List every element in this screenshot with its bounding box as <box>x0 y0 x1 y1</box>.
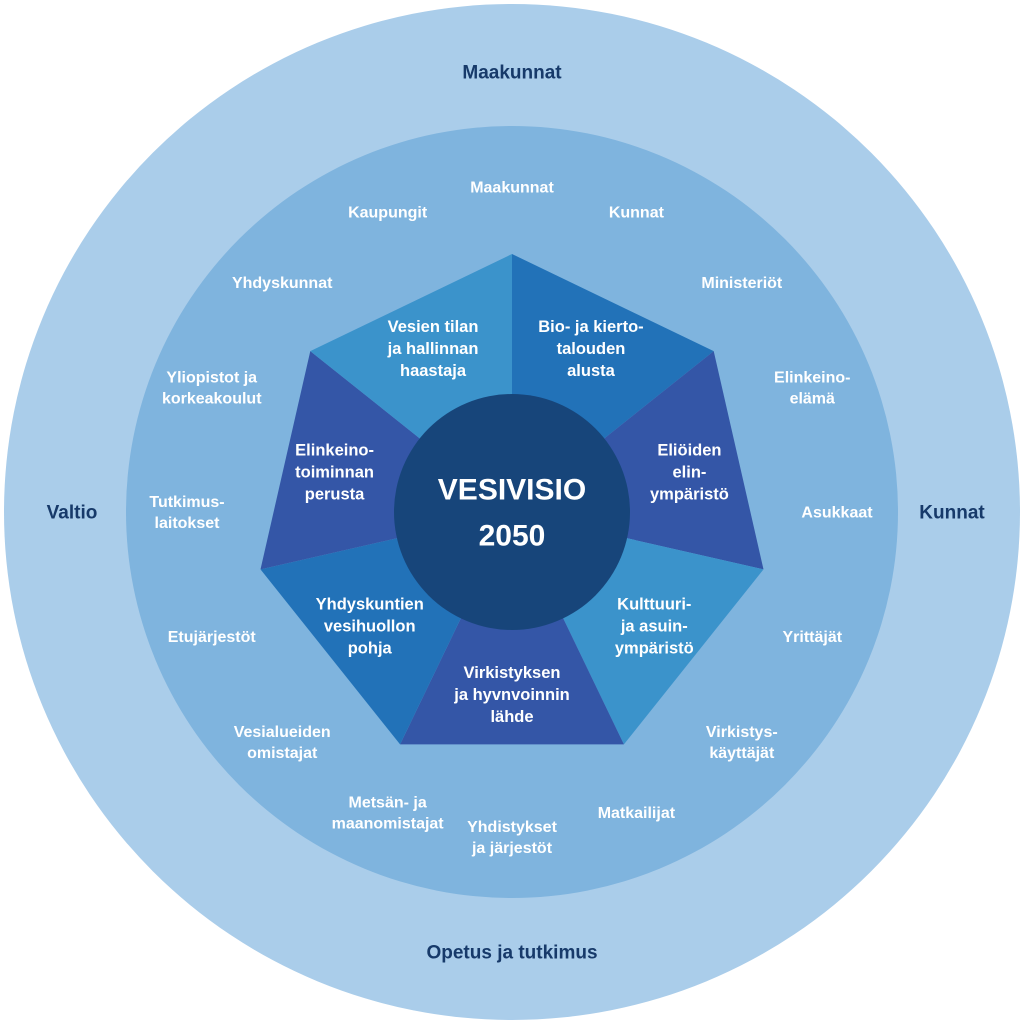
middle-ring-label: Ministeriöt <box>701 275 783 292</box>
middle-ring-label-line: Vesialueiden <box>234 724 331 741</box>
middle-ring-label-line: Yhdistykset <box>467 819 557 836</box>
outer-ring-label-line: Kunnat <box>919 503 985 524</box>
segment-label: Yhdyskuntien vesihuollon pohja <box>316 595 424 657</box>
segment-label-line: Eliöiden <box>657 441 721 459</box>
center-title-line: 2050 <box>479 520 546 553</box>
middle-ring-label: Tutkimus-laitokset <box>149 494 224 532</box>
middle-ring-label-line: laitokset <box>155 515 221 532</box>
middle-ring-label: Elinkeino-elämä <box>774 370 850 408</box>
middle-ring-label: Yhdistykset ja järjestöt <box>467 819 557 857</box>
segment-label-line: elin- <box>672 463 706 481</box>
segment-label-line: talouden <box>557 340 626 358</box>
middle-ring-label-line: ja järjestöt <box>471 840 553 857</box>
middle-ring-label-line: korkeakoulut <box>162 391 262 408</box>
segment-label-line: ympäristö <box>615 639 694 657</box>
outer-ring-label-line: Valtio <box>47 503 98 524</box>
middle-ring-label-line: Tutkimus- <box>149 494 224 511</box>
middle-ring-label: Asukkaat <box>801 505 873 522</box>
segment-label-line: Kulttuuri- <box>617 595 691 613</box>
segment-label: Vesien tilan ja hallinnan haastaja <box>387 318 479 380</box>
center-label-group: VESIVISIO 2050 <box>438 474 586 553</box>
segment-label-line: Yhdyskuntien <box>316 595 424 613</box>
outer-ring-label: Valtio <box>47 503 98 524</box>
middle-ring-label-line: Ministeriöt <box>701 275 783 292</box>
segment-label: Bio- ja kierto-talouden alusta <box>538 318 643 380</box>
segment-label-line: toiminnan <box>295 463 374 481</box>
middle-ring-label-line: Virkistys- <box>706 724 778 741</box>
segment-label-line: ja hallinnan <box>387 340 479 358</box>
middle-ring-label: Kaupungit <box>348 204 428 221</box>
middle-ring-label: Yrittäjät <box>782 629 842 646</box>
center-title: VESIVISIO 2050 <box>438 474 586 553</box>
middle-ring-label: Maakunnat <box>470 180 554 197</box>
outer-ring-label: Maakunnat <box>462 63 562 84</box>
middle-ring-label-line: käyttäjät <box>709 745 775 762</box>
segment-label: Virkistyksen ja hyvnvoinnin lähde <box>453 664 570 726</box>
middle-ring-label: Metsän- ja maanomistajat <box>332 794 445 832</box>
segment-label-line: Bio- ja kierto- <box>538 318 643 336</box>
middle-ring-label: Matkailijat <box>598 805 676 822</box>
segment-label-line: haastaja <box>400 362 467 380</box>
center-title-line: VESIVISIO <box>438 474 586 507</box>
segment-label-line: ja hyvnvoinnin <box>453 686 570 704</box>
middle-ring-label-line: Matkailijat <box>598 805 676 822</box>
segment-label-line: vesihuollon <box>324 617 416 635</box>
segment-label-line: ympäristö <box>650 485 729 503</box>
segment-label-line: perusta <box>305 485 365 503</box>
middle-ring-label: Yliopistot ja korkeakoulut <box>162 370 262 408</box>
middle-ring-label-line: maanomistajat <box>332 815 445 832</box>
middle-ring-labels-group: MaakunnatKunnatMinisteriötElinkeino-eläm… <box>149 180 873 857</box>
middle-ring-label: Yhdyskunnat <box>232 275 333 292</box>
middle-ring-label: Virkistys-käyttäjät <box>706 724 778 762</box>
middle-ring-label-line: Yrittäjät <box>782 629 842 646</box>
middle-ring-label-line: omistajat <box>247 745 318 762</box>
middle-ring-label-line: Yhdyskunnat <box>232 275 333 292</box>
segment-label-line: Elinkeino- <box>295 441 374 459</box>
outer-ring-label: Opetus ja tutkimus <box>426 943 597 964</box>
segment-label-line: alusta <box>567 362 616 380</box>
segment-label-line: Vesien tilan <box>388 318 479 336</box>
middle-ring-label-line: Yliopistot ja <box>166 370 257 387</box>
middle-ring-label-line: elämä <box>790 391 835 408</box>
middle-ring-label-line: Kaupungit <box>348 204 428 221</box>
center-circle <box>394 394 630 630</box>
middle-ring-label-line: Metsän- ja <box>349 794 427 811</box>
segment-label-line: Virkistyksen <box>464 664 561 682</box>
middle-ring-label: Etujärjestöt <box>168 629 257 646</box>
middle-ring-label-line: Kunnat <box>609 204 665 221</box>
segment-label-line: pohja <box>348 639 393 657</box>
segment-label-line: ja asuin- <box>620 617 688 635</box>
outer-ring-label-line: Maakunnat <box>462 63 562 84</box>
segment-label: Eliöiden elin-ympäristö <box>650 441 729 503</box>
middle-ring-label-line: Asukkaat <box>801 505 873 522</box>
outer-ring-label: Kunnat <box>919 503 985 524</box>
middle-ring-label-line: Elinkeino- <box>774 370 850 387</box>
outer-ring-label-line: Opetus ja tutkimus <box>426 943 597 964</box>
middle-ring-label-line: Maakunnat <box>470 180 554 197</box>
segment-label: Elinkeino-toiminnan perusta <box>295 441 374 503</box>
middle-ring-label: Vesialueiden omistajat <box>234 724 331 762</box>
middle-ring-label-line: Etujärjestöt <box>168 629 257 646</box>
segment-label: Kulttuuri-ja asuin-ympäristö <box>615 595 694 657</box>
segment-label-line: lähde <box>490 708 533 726</box>
middle-ring-label: Kunnat <box>609 204 665 221</box>
